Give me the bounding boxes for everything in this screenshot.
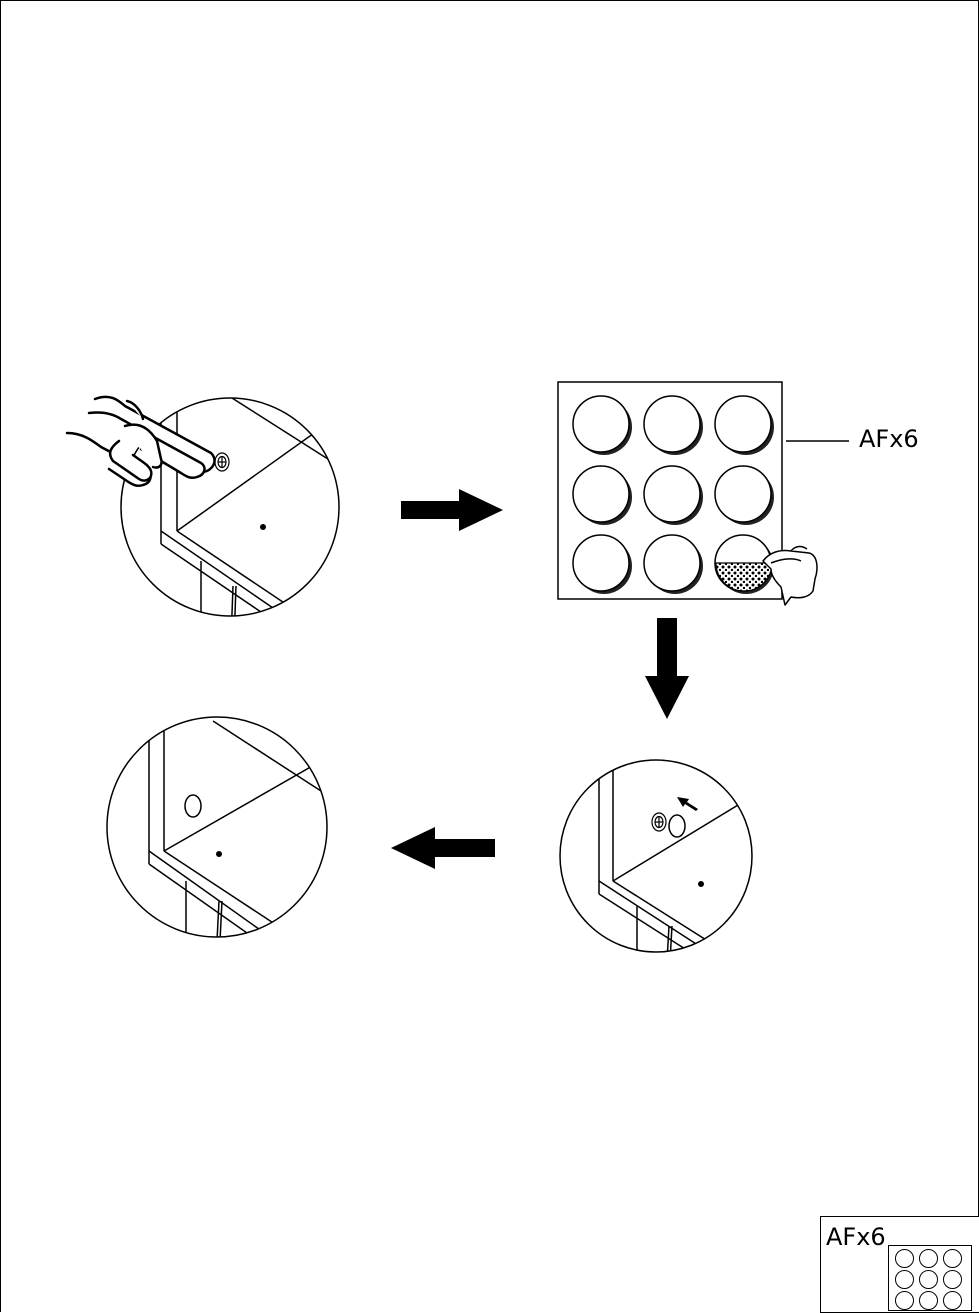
legend-pad-sheet-icon — [888, 1245, 972, 1311]
screw-cap-icon — [214, 452, 230, 472]
legend-pad-dot — [943, 1291, 962, 1310]
legend-pad-dot — [943, 1249, 962, 1268]
peeling-hand-icon — [762, 545, 818, 606]
legend-pad-dot — [895, 1291, 914, 1310]
step-3-apply-pad — [559, 759, 753, 953]
step-4-finished — [106, 716, 328, 938]
step-4-detail-circle — [106, 716, 328, 938]
arrow-right-icon — [401, 489, 503, 531]
legend-pad-dot — [895, 1270, 914, 1289]
small-arrow-icon — [677, 797, 698, 811]
applied-pad-icon — [184, 794, 202, 818]
adhesive-pad — [572, 534, 630, 592]
legend-pad-dot — [943, 1270, 962, 1289]
screw-hole-icon — [698, 881, 704, 887]
step-1-detail-circle — [120, 397, 340, 617]
arrow-left-icon — [391, 827, 495, 869]
step-1-remove-cap — [65, 395, 340, 617]
adhesive-pad — [714, 465, 772, 523]
adhesive-pad — [643, 465, 701, 523]
legend-pad-dot — [919, 1270, 938, 1289]
step-2-pad-sheet — [557, 381, 849, 606]
legend-label: AFx6 — [826, 1223, 886, 1251]
legend-pad-dot — [895, 1249, 914, 1268]
legend-pad-dot — [919, 1291, 938, 1310]
adhesive-pad — [714, 395, 772, 453]
legend-pad-dot — [919, 1249, 938, 1268]
adhesive-pad — [643, 395, 701, 453]
hand-icon — [65, 395, 216, 488]
arrow-down-icon — [645, 618, 689, 719]
adhesive-pad — [643, 534, 701, 592]
adhesive-pad — [572, 465, 630, 523]
pad-grid — [572, 395, 774, 594]
screw-head-icon — [651, 812, 667, 832]
adhesive-pad — [572, 395, 630, 453]
pad-icon — [668, 814, 686, 838]
sheet-label: AFx6 — [859, 425, 919, 453]
screw-hole-icon — [260, 524, 266, 530]
step-3-detail-circle — [559, 759, 753, 953]
screw-hole-icon — [216, 851, 222, 857]
